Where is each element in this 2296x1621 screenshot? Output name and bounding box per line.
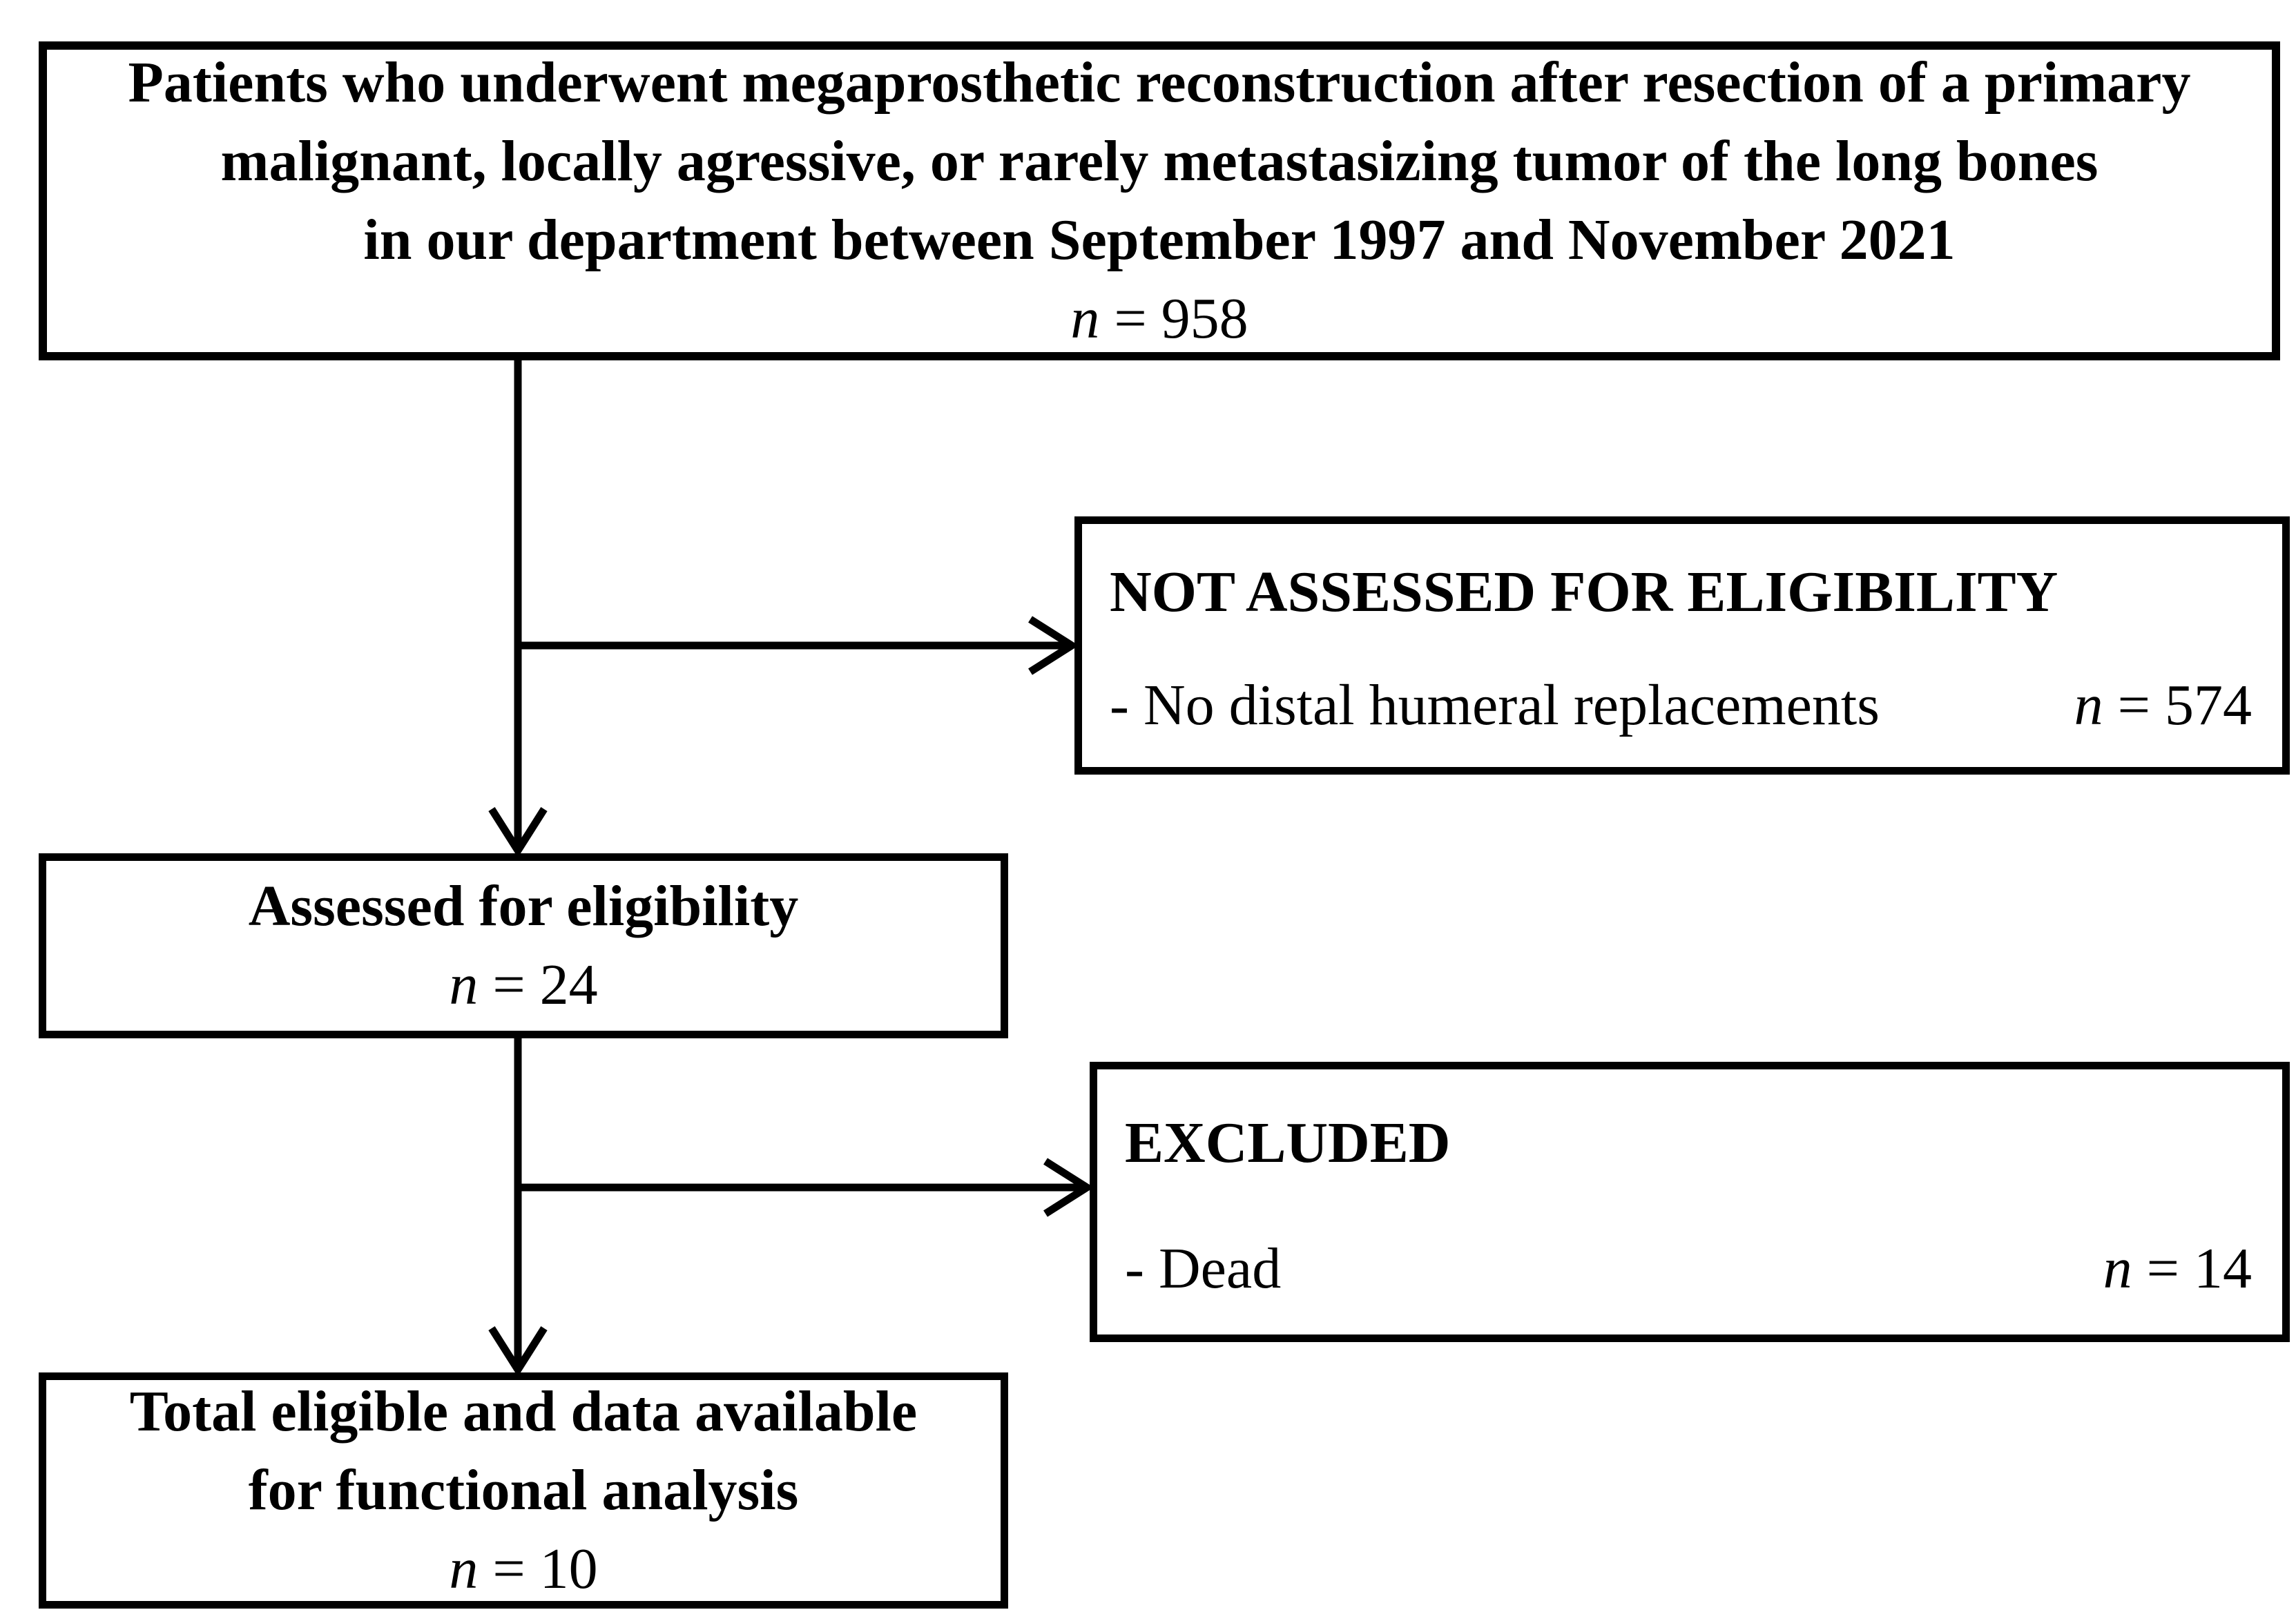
initial-cohort-line-3: in our department between September 1997…: [363, 208, 1956, 272]
not-assessed-reason: - No distal humeral replacements: [1110, 673, 1880, 737]
box-total-eligible: Total eligible and data available for fu…: [39, 1372, 1008, 1609]
excluded-n-symbol: n: [2103, 1236, 2132, 1301]
assessed-n-value: = 24: [478, 953, 598, 1017]
excluded-n-value: = 14: [2132, 1236, 2252, 1301]
initial-cohort-n-value: = 958: [1099, 287, 1248, 351]
arrowhead-right-excluded-icon: [1043, 1158, 1094, 1217]
not-assessed-reason-row: - No distal humeral replacements n = 574: [1110, 666, 2252, 745]
not-assessed-n-symbol: n: [2074, 673, 2103, 737]
excluded-count: n = 14: [2103, 1230, 2252, 1308]
assessed-title: Assessed for eligibility: [248, 874, 799, 938]
arrowhead-down-total-icon: [488, 1326, 548, 1377]
initial-cohort-n-symbol: n: [1070, 287, 1100, 351]
not-assessed-count: n = 574: [2074, 666, 2252, 745]
total-eligible-line-2: for functional analysis: [248, 1458, 799, 1522]
arrowhead-down-assessed-icon: [488, 807, 548, 858]
total-eligible-n-symbol: n: [449, 1537, 479, 1601]
box-initial-cohort: Patients who underwent megaprosthetic re…: [39, 41, 2280, 360]
total-eligible-n-value: = 10: [478, 1537, 598, 1601]
initial-cohort-line-2: malignant, locally agressive, or rarely …: [220, 129, 2099, 193]
excluded-reason-row: - Dead n = 14: [1125, 1230, 2252, 1308]
initial-cohort-count: n = 958: [1070, 280, 1248, 358]
arrowhead-right-not-assessed-icon: [1028, 616, 1079, 675]
total-eligible-line-1: Total eligible and data available: [129, 1379, 918, 1444]
excluded-reason: - Dead: [1125, 1236, 1282, 1301]
not-assessed-title: NOT ASSESSED FOR ELIGIBILITY: [1110, 560, 2058, 624]
assessed-n-symbol: n: [449, 953, 479, 1017]
box-not-assessed: NOT ASSESSED FOR ELIGIBILITY - No distal…: [1074, 516, 2290, 775]
initial-cohort-line-1: Patients who underwent megaprosthetic re…: [128, 50, 2191, 115]
assessed-count: n = 24: [449, 946, 597, 1025]
not-assessed-n-value: = 574: [2103, 673, 2252, 737]
total-eligible-count: n = 10: [449, 1530, 597, 1609]
box-assessed: Assessed for eligibility n = 24: [39, 853, 1008, 1038]
excluded-title: EXCLUDED: [1125, 1111, 1451, 1175]
box-excluded: EXCLUDED - Dead n = 14: [1090, 1062, 2290, 1342]
